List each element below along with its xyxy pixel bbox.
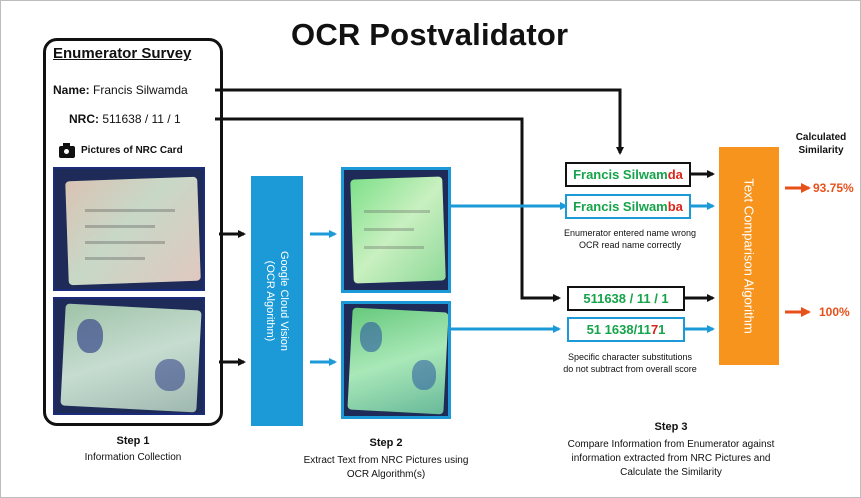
enumerator-survey-panel: [43, 38, 223, 426]
nrc-field: NRC: 511638 / 11 / 1: [69, 112, 181, 126]
name-similarity-score: 93.75%: [813, 181, 854, 195]
step2-title: Step 2: [369, 437, 403, 449]
camera-icon: [59, 143, 75, 158]
ocr-card-back-photo: [341, 301, 451, 419]
nrc-note-line1: Specific character substitutions: [567, 352, 693, 362]
step3-desc-line1: Compare Information from Enumerator agai…: [567, 439, 775, 450]
name-field: Name: Francis Silwamda: [53, 83, 188, 97]
name-ocr-match: Francis Silwam: [573, 199, 668, 214]
step2-desc-line1: Extract Text from NRC Pictures using: [303, 455, 469, 466]
name-ocr-diff: ba: [667, 199, 683, 214]
pictures-label: Pictures of NRC Card: [81, 145, 183, 156]
nrc-similarity-score: 100%: [819, 305, 850, 319]
step3-description: Compare Information from Enumerator agai…: [536, 438, 806, 480]
nrc-ocr-part1: 51 1638/11: [586, 322, 651, 337]
nrc-label: NRC:: [69, 112, 99, 126]
survey-heading: Enumerator Survey: [53, 45, 192, 62]
nrc-ocr-part2: 1: [658, 322, 666, 337]
similarity-heading-line1: Calculated: [795, 132, 847, 143]
nrc-entered-box: 511638 / 11 / 1: [567, 286, 685, 311]
step2-desc-line2: OCR Algorithm(s): [346, 469, 426, 480]
google-cloud-vision-box: Google Cloud Vision (OCR Algorithm): [251, 176, 303, 426]
nrc-connector: [215, 117, 561, 302]
comparison-box-label: Text Comparison Algorithm: [741, 178, 757, 334]
step3-desc-line3: Calculate the Similarity: [620, 467, 722, 478]
name-note-line2: OCR read name correctly: [578, 240, 682, 250]
name-entered-match: Francis Silwam: [573, 167, 668, 182]
nrc-value: 511638 / 11 / 1: [102, 112, 181, 126]
name-value: Francis Silwamda: [93, 83, 188, 97]
nrc-entered-value: 511638 / 11 / 1: [583, 291, 669, 306]
nrc-card-back-photo: [53, 297, 205, 415]
text-comparison-algorithm-box: Text Comparison Algorithm: [719, 147, 779, 365]
ocr-box-label: Google Cloud Vision: [278, 250, 290, 352]
nrc-ocr-substituted-char: 7: [650, 322, 659, 337]
similarity-heading-line2: Similarity: [798, 145, 844, 156]
similarity-heading: Calculated Similarity: [791, 131, 851, 157]
step2-description: Extract Text from NRC Pictures using OCR…: [266, 454, 506, 482]
step1-title: Step 1: [116, 435, 150, 447]
step1-description: Information Collection: [84, 452, 182, 463]
step3-desc-line2: information extracted from NRC Pictures …: [571, 453, 771, 464]
ocr-box-sublabel: (OCR Algorithm): [264, 260, 276, 342]
name-compare-note: Enumerator entered name wrong OCR read n…: [541, 227, 719, 251]
page-title: OCR Postvalidator: [291, 17, 569, 52]
nrc-compare-note: Specific character substitutions do not …: [541, 351, 719, 375]
step3-title: Step 3: [654, 421, 688, 433]
name-label: Name:: [53, 83, 90, 97]
ocr-card-front-photo: [341, 167, 451, 293]
name-entered-diff: da: [667, 167, 683, 182]
name-note-line1: Enumerator entered name wrong: [563, 228, 697, 238]
nrc-note-line2: do not subtract from overall score: [563, 364, 697, 374]
name-connector: [215, 88, 624, 155]
nrc-card-front-photo: [53, 167, 205, 291]
